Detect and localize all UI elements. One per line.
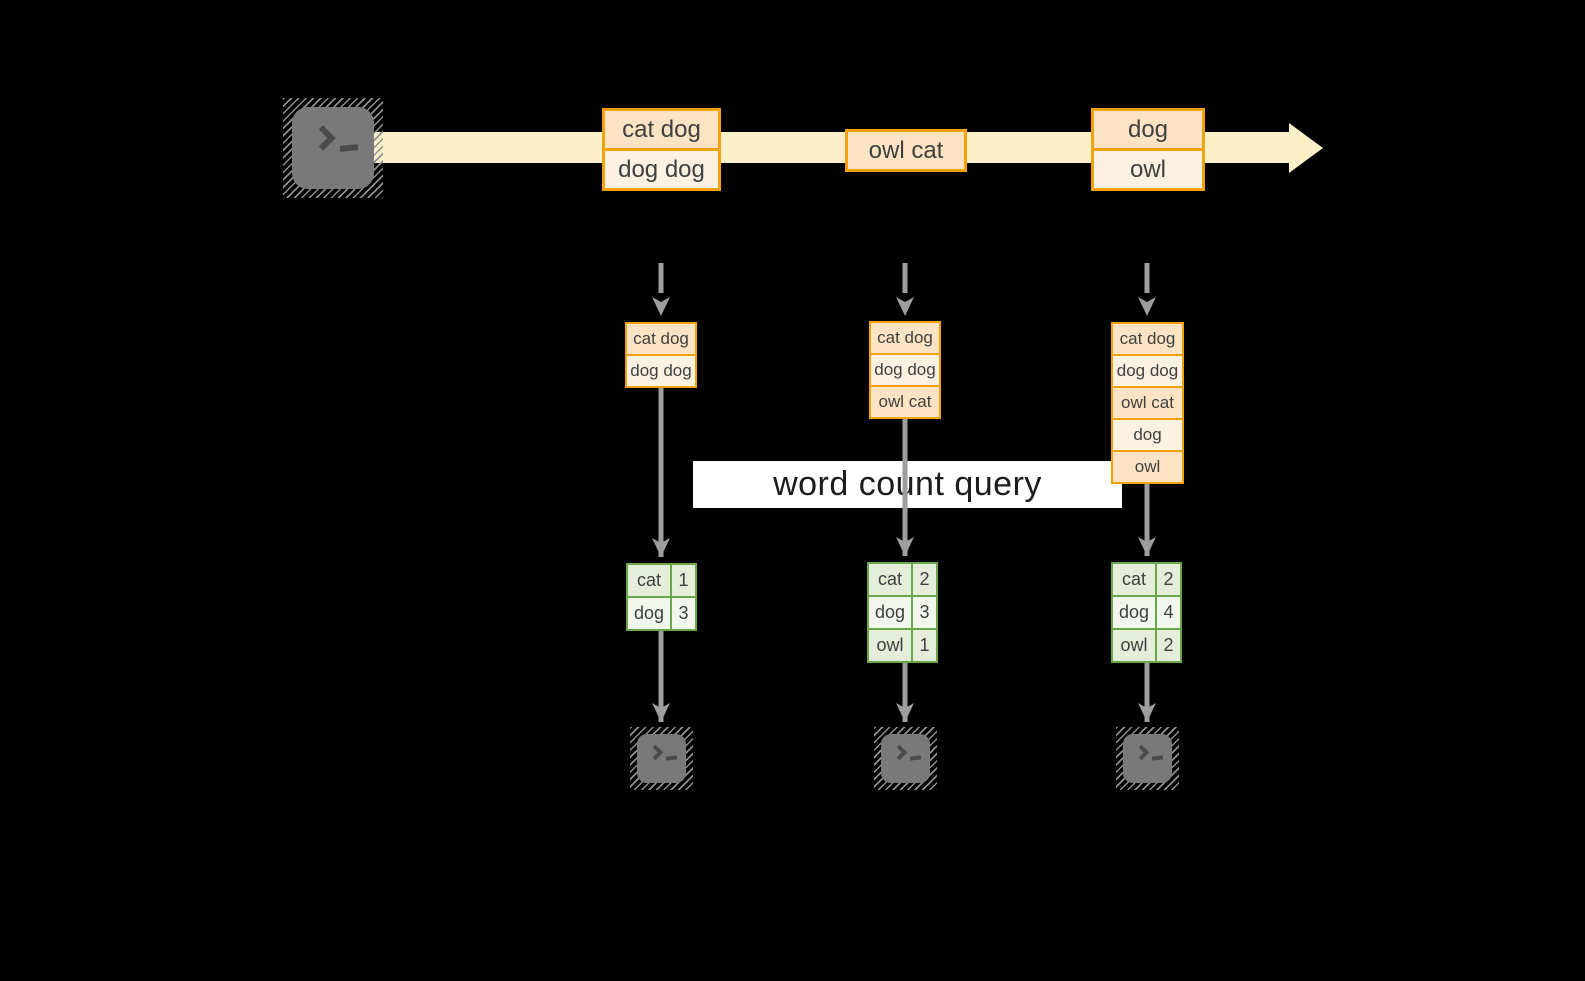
underscore-icon bbox=[339, 144, 359, 152]
state-cell: cat dog bbox=[627, 324, 695, 354]
state-cell: dog dog bbox=[871, 353, 939, 385]
state-cell: cat dog bbox=[871, 323, 939, 353]
chevron-right-icon bbox=[1133, 744, 1150, 761]
state-cell: dog dog bbox=[1113, 354, 1182, 386]
state-cell: owl bbox=[1113, 450, 1182, 482]
count-cell: 2 bbox=[913, 564, 936, 595]
table-row: cat 2 bbox=[869, 564, 936, 595]
state-cell: cat dog bbox=[1113, 324, 1182, 354]
batch-line: cat dog bbox=[605, 111, 718, 148]
batch-box-1: cat dog dog dog bbox=[602, 108, 721, 191]
source-terminal-icon bbox=[283, 98, 383, 198]
sink-terminal-icon-3 bbox=[1116, 727, 1179, 790]
stream-arrowhead-icon bbox=[1289, 123, 1323, 173]
word-cell: owl bbox=[869, 630, 913, 661]
table-row: dog 3 bbox=[869, 595, 936, 628]
state-stack-1: cat dog dog dog bbox=[625, 322, 697, 388]
chevron-right-icon bbox=[310, 125, 336, 151]
count-cell: 1 bbox=[913, 630, 936, 661]
word-cell: cat bbox=[628, 565, 672, 596]
wordcount-table-3: cat 2 dog 4 owl 2 bbox=[1111, 562, 1182, 663]
terminal-prompt-icon bbox=[1133, 744, 1164, 761]
terminal-prompt-icon bbox=[891, 744, 922, 761]
state-cell: dog dog bbox=[627, 354, 695, 386]
word-cell: dog bbox=[1113, 597, 1157, 628]
count-cell: 1 bbox=[672, 565, 695, 596]
count-cell: 2 bbox=[1157, 564, 1180, 595]
batch-box-2: owl cat bbox=[845, 129, 967, 172]
batch-line: owl bbox=[1094, 148, 1202, 188]
batch-line: dog bbox=[1094, 111, 1202, 148]
state-cell: owl cat bbox=[871, 385, 939, 417]
batch-line: owl cat bbox=[848, 132, 964, 169]
table-row: cat 1 bbox=[628, 565, 695, 596]
state-cell: owl cat bbox=[1113, 386, 1182, 418]
underscore-icon bbox=[909, 755, 922, 761]
table-row: cat 2 bbox=[1113, 564, 1180, 595]
sink-terminal-icon-1 bbox=[630, 727, 693, 790]
terminal-body bbox=[637, 734, 686, 783]
table-row: dog 4 bbox=[1113, 595, 1180, 628]
chevron-right-icon bbox=[647, 744, 664, 761]
batch-line: dog dog bbox=[605, 148, 718, 188]
wordcount-table-1: cat 1 dog 3 bbox=[626, 563, 697, 631]
sink-terminal-icon-2 bbox=[874, 727, 937, 790]
wordcount-table-2: cat 2 dog 3 owl 1 bbox=[867, 562, 938, 663]
chevron-right-icon bbox=[891, 744, 908, 761]
word-cell: cat bbox=[1113, 564, 1157, 595]
state-stack-2: cat dog dog dog owl cat bbox=[869, 321, 941, 419]
table-row: dog 3 bbox=[628, 596, 695, 629]
terminal-body bbox=[881, 734, 930, 783]
count-cell: 2 bbox=[1157, 630, 1180, 661]
word-cell: cat bbox=[869, 564, 913, 595]
word-cell: dog bbox=[628, 598, 672, 629]
batch-box-3: dog owl bbox=[1091, 108, 1205, 191]
table-row: owl 2 bbox=[1113, 628, 1180, 661]
underscore-icon bbox=[1151, 755, 1164, 761]
count-cell: 3 bbox=[672, 598, 695, 629]
terminal-prompt-icon bbox=[647, 744, 678, 761]
state-cell: dog bbox=[1113, 418, 1182, 450]
table-row: owl 1 bbox=[869, 628, 936, 661]
word-cell: owl bbox=[1113, 630, 1157, 661]
count-cell: 4 bbox=[1157, 597, 1180, 628]
word-cell: dog bbox=[869, 597, 913, 628]
terminal-body bbox=[1123, 734, 1172, 783]
underscore-icon bbox=[665, 755, 678, 761]
terminal-body bbox=[292, 107, 374, 189]
state-stack-3: cat dog dog dog owl cat dog owl bbox=[1111, 322, 1184, 484]
count-cell: 3 bbox=[913, 597, 936, 628]
terminal-prompt-icon bbox=[310, 125, 359, 153]
